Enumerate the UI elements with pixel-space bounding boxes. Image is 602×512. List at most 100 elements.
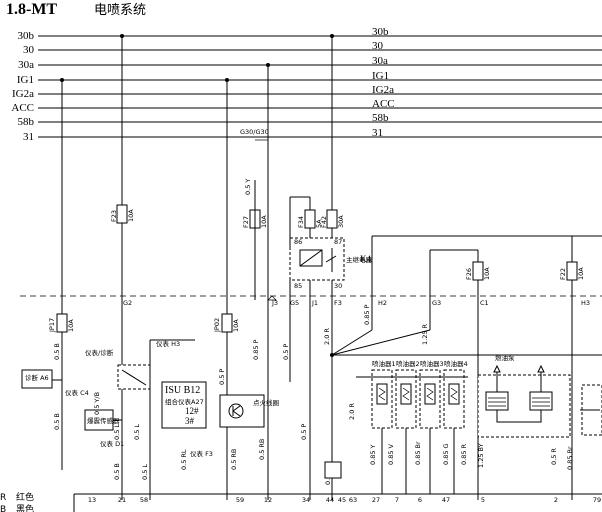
svg-text:0.5 B: 0.5 B	[53, 343, 61, 360]
svg-text:0.85 P: 0.85 P	[252, 339, 260, 360]
svg-text:0.85 Br: 0.85 Br	[566, 446, 574, 470]
bus-label-left: 30b	[18, 30, 35, 42]
bus-label-mid: IG1	[372, 70, 389, 82]
injector-4: 喷油器4	[443, 359, 468, 494]
svg-text:0.5 P: 0.5 P	[218, 369, 226, 385]
injector-3: 喷油器3	[419, 359, 444, 494]
svg-text:10A: 10A	[260, 215, 268, 228]
color-legend: R 红色 B 黑色	[0, 491, 34, 512]
relay-label: 主继电器	[346, 255, 373, 264]
svg-text:0.5 L: 0.5 L	[141, 464, 149, 480]
fuse-f27: F27 10A	[242, 180, 268, 300]
wire-code-labels: 0.5 B 0.5 B 0.5 L 0.5 L 0.5 B 0.5 L 0.5 …	[53, 339, 574, 485]
svg-text:C1: C1	[480, 299, 489, 307]
svg-text:燃油泵: 燃油泵	[495, 353, 515, 362]
svg-text:0.5 P: 0.5 P	[282, 344, 290, 360]
svg-text:J1: J1	[311, 299, 318, 307]
svg-text:5A: 5A	[315, 219, 323, 228]
bus-label-mid: 31	[372, 127, 383, 139]
svg-text:0.5 RB: 0.5 RB	[258, 439, 266, 460]
bus-label-left: IG1	[17, 74, 34, 86]
svg-text:0.85 R: 0.85 R	[460, 443, 468, 465]
junction-dot	[266, 63, 270, 67]
svg-text:G5: G5	[290, 299, 299, 307]
fuse-f42: F42 30A	[320, 209, 345, 229]
svg-text:0.5 Y/B: 0.5 Y/B	[93, 392, 101, 415]
bus-label-left: 58b	[18, 116, 35, 128]
svg-text:G3: G3	[432, 299, 441, 307]
injector-1: 喷油器1	[371, 359, 396, 494]
jp02-fuse: JP02 10A	[213, 313, 240, 333]
svg-text:点火线圈: 点火线圈	[253, 398, 279, 407]
junction-dot	[120, 34, 124, 38]
injector-label: 喷油器3	[420, 359, 444, 368]
fuse-f22: F22 10A	[371, 235, 602, 500]
svg-text:0.85 P: 0.85 P	[363, 304, 371, 325]
bus-label-left: 30	[23, 44, 35, 56]
relay-id: K4	[360, 254, 371, 264]
svg-text:R: R	[0, 493, 6, 503]
svg-text:0.85 V: 0.85 V	[387, 443, 395, 465]
ecu-pin-44: 44	[326, 496, 334, 504]
bus-label-left: 30a	[18, 59, 34, 71]
svg-text:F23: F23	[110, 210, 118, 222]
junction-dot	[330, 34, 334, 38]
ecu-pin-34: 34	[302, 496, 310, 504]
svg-text:黑色: 黑色	[16, 503, 34, 512]
svg-text:12#: 12#	[185, 406, 199, 416]
svg-text:JP17: JP17	[48, 318, 56, 333]
bus-label-left: IG2a	[12, 88, 34, 100]
svg-text:0.5 L: 0.5 L	[133, 424, 141, 440]
svg-text:F22: F22	[559, 268, 567, 280]
ignition-module: 点火线圈	[219, 394, 279, 428]
svg-text:仪表 C4: 仪表 C4	[65, 388, 89, 397]
svg-text:3#: 3#	[185, 416, 195, 426]
svg-text:86: 86	[294, 238, 302, 246]
bus-label-mid: 58b	[372, 112, 389, 124]
title-system: 电喷系统	[94, 3, 146, 18]
wire-code: 0.5 Y	[244, 179, 252, 195]
svg-text:F3: F3	[334, 299, 342, 307]
svg-text:0.5 R: 0.5 R	[550, 448, 558, 465]
sensor-left-box	[21, 369, 53, 389]
svg-text:0.5 B: 0.5 B	[53, 413, 61, 430]
bus-label-left: ACC	[11, 102, 34, 114]
svg-text:10A: 10A	[483, 267, 491, 280]
svg-text:0.85 G: 0.85 G	[442, 443, 450, 465]
main-relay-k4: 86 87 85 30 主继电器 K4	[289, 237, 373, 290]
svg-text:组合仪表A27: 组合仪表A27	[165, 397, 204, 406]
injector-label: 喷油器1	[372, 359, 396, 368]
fuel-pump-coils: 燃油泵	[477, 353, 571, 438]
svg-text:85: 85	[294, 282, 302, 290]
svg-text:10A: 10A	[577, 267, 585, 280]
svg-text:87: 87	[334, 238, 342, 246]
svg-text:F42: F42	[320, 216, 328, 228]
ecu-pin-47: 47	[442, 496, 450, 504]
svg-text:仪表 F3: 仪表 F3	[190, 449, 213, 458]
svg-text:仪表 H3: 仪表 H3	[156, 339, 180, 348]
ecu-pin-2: 2	[554, 496, 558, 504]
svg-text:10A: 10A	[127, 209, 135, 222]
svg-text:0.5 L: 0.5 L	[113, 424, 121, 440]
jp17-fuse: JP17 10A	[48, 313, 75, 333]
svg-text:H3: H3	[581, 299, 590, 307]
svg-text:0.5 RB: 0.5 RB	[230, 449, 238, 470]
fuse-f23: F23 10A	[110, 204, 135, 224]
svg-text:10A: 10A	[67, 319, 75, 332]
ecu-pin-45: 45	[338, 496, 346, 504]
svg-text:0.5 B: 0.5 B	[113, 463, 121, 480]
svg-text:仪表 D1: 仪表 D1	[100, 439, 124, 448]
injector-2: 喷油器2	[395, 359, 420, 494]
ecu-pin-5: 5	[481, 496, 485, 504]
ecu-pin-13: 13	[88, 496, 96, 504]
junction-dot	[225, 78, 229, 82]
svg-text:红色: 红色	[16, 491, 34, 503]
svg-text:爆震传感器: 爆震传感器	[87, 416, 120, 425]
ecu-pin-59: 59	[236, 496, 244, 504]
svg-text:1.25 R: 1.25 R	[421, 323, 429, 345]
svg-text:B: B	[0, 505, 6, 512]
svg-text:F27: F27	[242, 216, 250, 228]
